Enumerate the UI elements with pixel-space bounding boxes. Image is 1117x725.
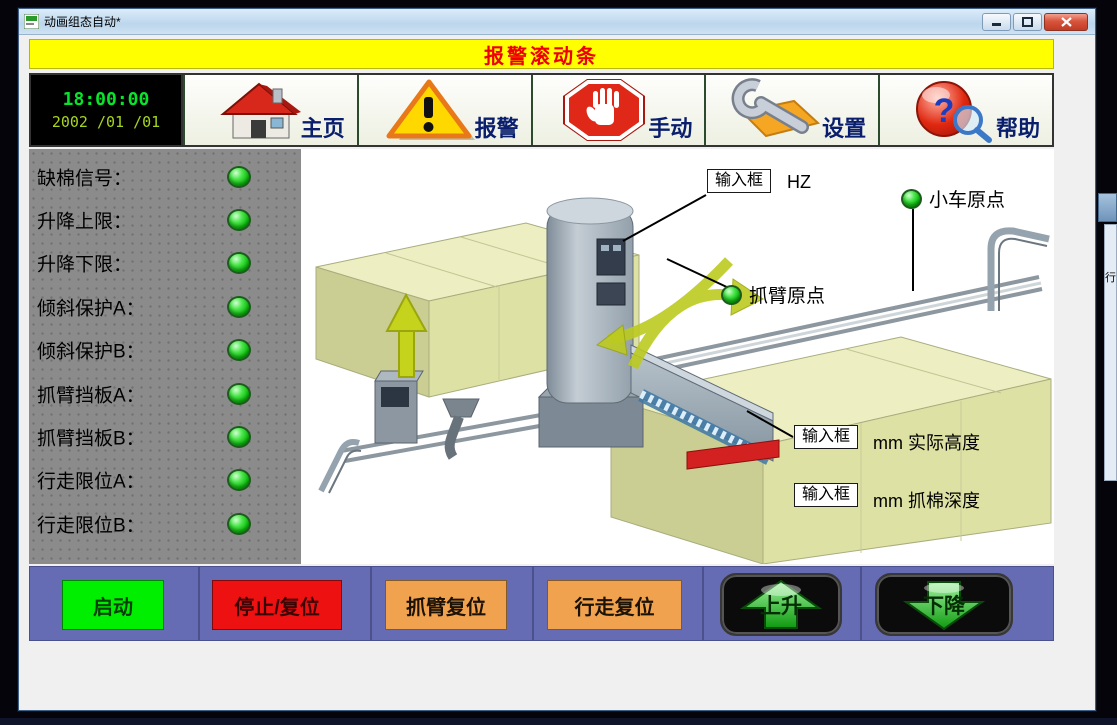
stop-reset-button[interactable]: 停止/复位 <box>212 580 342 630</box>
status-row: 行走限位A： <box>29 459 301 502</box>
maximize-button[interactable] <box>1013 12 1042 31</box>
status-led-on <box>227 209 251 232</box>
status-led-on <box>227 382 251 405</box>
up-label: 上升 <box>760 594 802 618</box>
nav-help-label: 帮助 <box>995 116 1040 141</box>
actual-height-unit-label: mm 实际高度 <box>873 429 980 455</box>
nav-settings-label: 设置 <box>822 116 867 141</box>
start-button[interactable]: 启动 <box>62 580 164 630</box>
clock-time: 18:00:00 <box>62 89 150 110</box>
actual-height-unit: mm <box>873 433 903 453</box>
status-led-on <box>227 165 251 188</box>
grab-depth-input[interactable]: 输入框 <box>794 483 858 507</box>
frequency-unit-label: HZ <box>787 172 811 192</box>
status-label: 行走限位B： <box>37 515 145 537</box>
status-row: 倾斜保护A： <box>29 285 301 328</box>
home-icon <box>220 82 301 139</box>
app-icon <box>24 14 39 29</box>
down-label: 下降 <box>923 594 965 618</box>
arm-reset-button[interactable]: 抓臂复位 <box>385 580 507 630</box>
stop-hand-icon <box>562 79 645 141</box>
status-row: 升降上限： <box>29 198 301 241</box>
bar-separator <box>370 567 372 640</box>
help-glyph: ? <box>934 92 955 130</box>
status-label: 升降下限： <box>37 254 133 276</box>
actual-height-input[interactable]: 输入框 <box>794 425 858 449</box>
status-led-on <box>227 469 251 492</box>
machine-illustration <box>315 194 1052 564</box>
status-led-on <box>227 295 251 318</box>
status-label: 升降上限： <box>37 211 133 233</box>
maximize-icon <box>1022 16 1033 27</box>
close-icon <box>1060 16 1072 27</box>
status-led-on <box>227 339 251 362</box>
status-row: 抓臂挡板A： <box>29 372 301 415</box>
bar-separator <box>860 567 862 640</box>
minimize-button[interactable] <box>982 12 1011 31</box>
nav-settings-button[interactable]: 设置 <box>704 75 879 145</box>
up-button[interactable]: 上升 <box>720 573 842 636</box>
wrench-icon <box>731 78 821 138</box>
main-area: 缺棉信号： 升降上限： 升降下限： 倾斜保护A： 倾斜保护B： 抓臂挡板A： 抓… <box>29 149 1054 564</box>
titlebar[interactable]: 动画组态自动* <box>19 9 1095 35</box>
status-row: 抓臂挡板B： <box>29 415 301 458</box>
nav-alarm-button[interactable]: 报警 <box>356 75 531 145</box>
alarm-banner: 报警滚动条 <box>29 39 1054 69</box>
status-panel: 缺棉信号： 升降上限： 升降下限： 倾斜保护A： 倾斜保护B： 抓臂挡板A： 抓… <box>29 149 301 564</box>
up-arrow-icon <box>739 579 823 629</box>
cart-origin-led <box>901 189 922 209</box>
down-arrow-icon <box>902 580 986 630</box>
nav-help-button[interactable]: ? 帮助 <box>878 75 1052 145</box>
clock-date: 2002 /01 /01 <box>51 113 161 131</box>
status-row: 升降下限： <box>29 242 301 285</box>
background-window-fragment <box>1098 193 1117 222</box>
minimize-icon <box>991 23 1001 26</box>
clock-display: 18:00:00 2002 /01 /01 <box>31 75 183 145</box>
toolbar: 18:00:00 2002 /01 /01 主页 <box>29 73 1054 147</box>
nav-alarm-label: 报警 <box>474 116 519 141</box>
status-led-on <box>227 512 251 535</box>
nav-home-button[interactable]: 主页 <box>183 75 357 145</box>
background-window-edge: 行 <box>1104 224 1117 481</box>
window-content: 报警滚动条 18:00:00 2002 /01 /01 主页 <box>19 35 1095 710</box>
app-window: 动画组态自动* 报警滚动条 18:00:00 2002 /01 /01 <box>18 8 1096 711</box>
status-led-on <box>227 252 251 275</box>
question-help-icon: ? <box>916 81 993 143</box>
status-row: 缺棉信号： <box>29 155 301 198</box>
bar-separator <box>198 567 200 640</box>
status-label: 抓臂挡板B： <box>37 428 145 450</box>
status-row: 行走限位B： <box>29 502 301 545</box>
down-button[interactable]: 下降 <box>875 573 1013 636</box>
bar-separator <box>532 567 534 640</box>
status-label: 抓臂挡板A： <box>37 385 145 407</box>
frequency-input[interactable]: 输入框 <box>707 169 771 193</box>
desktop-bottom-edge <box>0 718 1117 725</box>
alarm-warning-icon <box>386 79 475 140</box>
nav-manual-button[interactable]: 手动 <box>530 75 705 145</box>
cart-origin-label: 小车原点 <box>929 190 1006 211</box>
status-row: 倾斜保护B： <box>29 329 301 372</box>
status-label: 倾斜保护B： <box>37 341 145 363</box>
status-label: 倾斜保护A： <box>37 298 145 320</box>
arm-origin-label: 抓臂原点 <box>749 286 826 307</box>
grab-depth-unit-label: mm 抓棉深度 <box>873 487 980 513</box>
status-led-on <box>227 426 251 449</box>
grab-depth-unit: mm <box>873 491 903 511</box>
close-button[interactable] <box>1044 12 1088 31</box>
travel-reset-button[interactable]: 行走复位 <box>547 580 682 630</box>
status-label: 缺棉信号： <box>37 168 133 190</box>
arm-origin-led <box>721 285 742 305</box>
window-title: 动画组态自动* <box>44 15 121 29</box>
controls-bar: 启动 停止/复位 抓臂复位 行走复位 上升 下降 <box>29 566 1054 641</box>
nav-manual-label: 手动 <box>648 116 693 141</box>
grab-depth-caption: 抓棉深度 <box>908 491 981 511</box>
bar-separator <box>702 567 704 640</box>
status-label: 行走限位A： <box>37 471 145 493</box>
nav-home-label: 主页 <box>300 116 345 141</box>
actual-height-caption: 实际高度 <box>908 433 981 453</box>
machine-diagram: 输入框 HZ 小车原点 抓臂原点 输入框 mm 实际高度 输入框 mm 抓棉深度 <box>301 149 1054 564</box>
